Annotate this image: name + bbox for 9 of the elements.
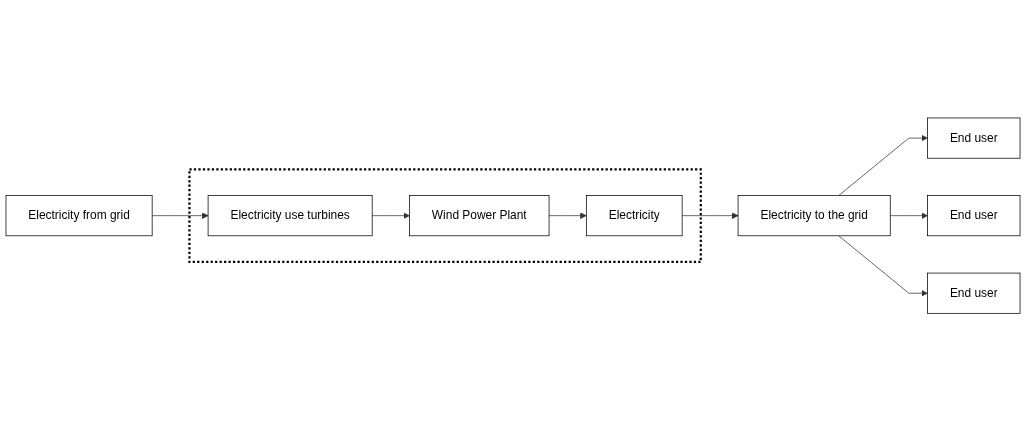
node-box: Electricity from grid <box>5 195 153 237</box>
node-box: Electricity to the grid <box>737 195 891 237</box>
node-box: Electricity use turbines <box>207 195 373 237</box>
node-box: End user <box>927 273 1021 315</box>
node-box: End user <box>927 195 1021 237</box>
cluster <box>188 168 702 264</box>
node-box: End user <box>927 117 1021 159</box>
node-box: Wind Power Plant <box>409 195 550 237</box>
node-box: Electricity <box>585 195 683 237</box>
